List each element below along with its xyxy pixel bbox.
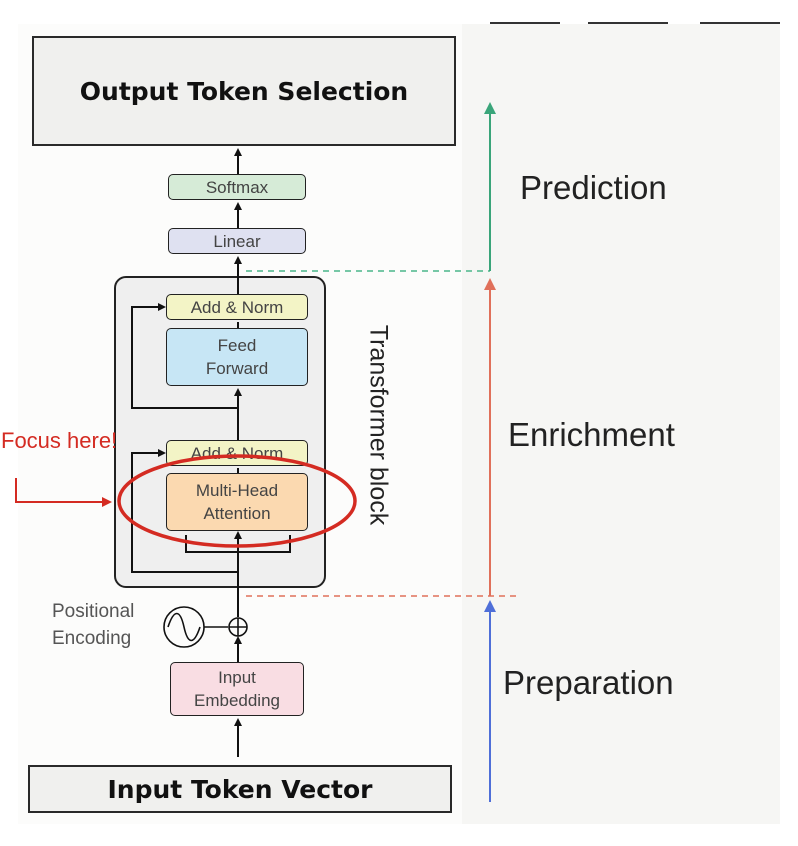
input-token-vector-label: Input Token Vector xyxy=(107,774,373,804)
residual-ff xyxy=(131,303,238,409)
top-edge-line xyxy=(700,22,780,24)
softmax-label: Softmax xyxy=(205,177,269,197)
output-token-selection-label: Output Token Selection xyxy=(79,76,409,106)
focus-highlight-ellipse xyxy=(117,454,357,548)
feed-forward-label-line2: Forward xyxy=(205,359,269,378)
feed-forward-block: Feed Forward xyxy=(166,328,308,386)
softmax-block: Softmax xyxy=(168,174,306,200)
multi-head-attention-label-line2: Attention xyxy=(203,504,271,523)
output-token-selection-box: Output Token Selection xyxy=(32,36,456,146)
input-embedding-label-line2: Embedding xyxy=(193,691,280,710)
multi-head-attention-label-line1: Multi-Head xyxy=(195,481,279,500)
add-norm-top-block: Add & Norm xyxy=(166,294,308,320)
multi-head-attention-block: Multi-Head Attention xyxy=(166,473,308,531)
feed-forward-label-line1: Feed xyxy=(217,336,257,355)
focus-pointer-arrow xyxy=(15,478,112,507)
prediction-stage-label: Prediction xyxy=(520,169,667,206)
preparation-stage-label: Preparation xyxy=(503,664,674,701)
add-norm-top-label: Add & Norm xyxy=(190,297,284,317)
input-token-vector-box: Input Token Vector xyxy=(28,765,452,813)
linear-block: Linear xyxy=(168,228,306,254)
residual-attention xyxy=(131,449,238,573)
focus-annotation-label: Focus here! xyxy=(1,428,118,453)
input-embedding-label-line1: Input xyxy=(218,668,256,687)
enrichment-stage-label: Enrichment xyxy=(508,416,675,453)
linear-label: Linear xyxy=(213,231,261,251)
positional-encoding-label-line2: Encoding xyxy=(52,628,132,649)
input-embedding-block: Input Embedding xyxy=(170,662,304,716)
top-edge-line xyxy=(588,22,668,24)
positional-encoding-label: Positional Encoding xyxy=(52,598,152,652)
positional-encoding-symbol xyxy=(163,606,248,648)
positional-encoding-label-line1: Positional xyxy=(52,601,135,622)
top-edge-line xyxy=(490,22,560,24)
stages-panel xyxy=(462,24,780,824)
